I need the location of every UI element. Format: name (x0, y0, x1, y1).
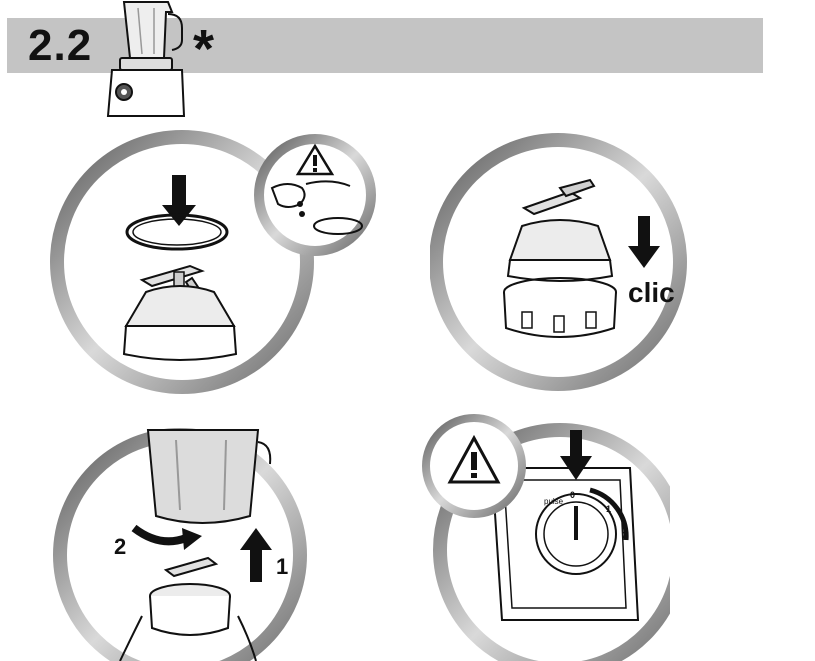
step-seal-panel (50, 130, 380, 400)
section-number: 2.2 (28, 22, 92, 70)
dial-mark-0: 0 (570, 490, 575, 500)
collar (150, 596, 230, 635)
dial-mark-2: 2 (622, 530, 627, 540)
asterisk-mark: * (193, 24, 214, 74)
step-number-2: 2 (114, 534, 126, 559)
dial-mark-1: 1 (606, 504, 611, 514)
step-attach-panel: 2 1 (50, 420, 340, 661)
step-number-1: 1 (276, 554, 288, 579)
jar (148, 430, 258, 523)
blender-icon (102, 0, 192, 122)
clic-label: clic (628, 277, 675, 308)
dial-mark-pulse: pulse (544, 497, 564, 506)
collar (504, 292, 616, 337)
step-clic-panel: clic (430, 130, 690, 400)
step-dial-panel: pulse 0 1 2 (420, 410, 670, 661)
